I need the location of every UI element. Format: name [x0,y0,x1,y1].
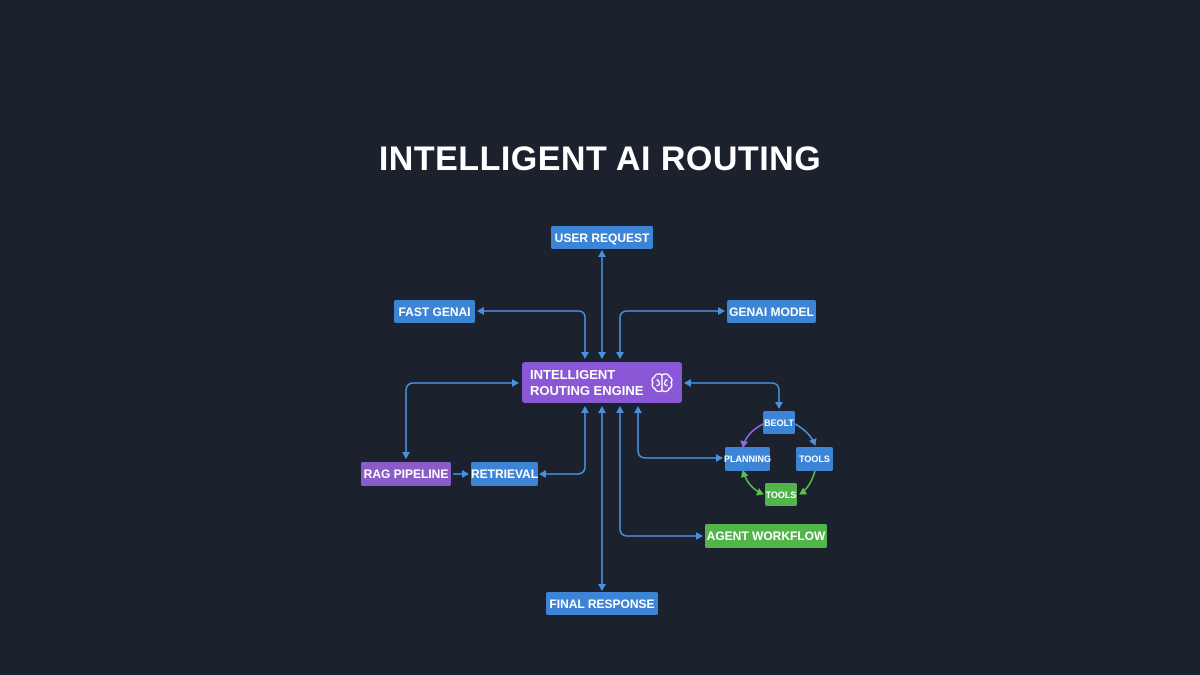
final-response-node: FINAL RESPONSE [546,592,658,615]
planning-node: PLANNING [724,447,771,471]
user-request-node: USER REQUEST [551,226,653,249]
connector-fastgenai-engine [477,307,589,359]
page-title: INTELLIGENT AI ROUTING [378,140,822,178]
rag-pipeline-node: RAG PIPELINE [361,462,451,486]
connector-engine-rag [402,379,519,459]
agent-workflow-node: AGENT WORKFLOW [705,524,827,548]
cycle-arc-tools-toolsbottom [799,470,816,495]
connector-genaimodel-engine [616,307,725,359]
connector-engine-agent [616,406,703,540]
cycle-arc-beolt-planning [740,423,764,448]
brain-icon [651,372,673,392]
tools-bottom-node: TOOLS [765,483,797,506]
connector-retrieval-engine [539,406,589,478]
genai-model-node: GENAI MODEL [727,300,816,323]
fast-genai-node: FAST GENAI [394,300,475,323]
retrieval-node: RETRIEVAL [471,462,538,486]
tools-right-node: TOOLS [796,447,833,471]
routing-engine-node: INTELLIGENT ROUTING ENGINE [522,362,682,403]
connector-engine-beolt [684,379,783,409]
cycle-arc-beolt-tools [794,423,817,446]
routing-engine-label: INTELLIGENT ROUTING ENGINE [530,366,644,398]
connector-engine-planning [634,406,723,462]
cycle-arc-planning-toolsbottom [740,470,764,496]
beolt-node: BEOLT [763,411,795,434]
